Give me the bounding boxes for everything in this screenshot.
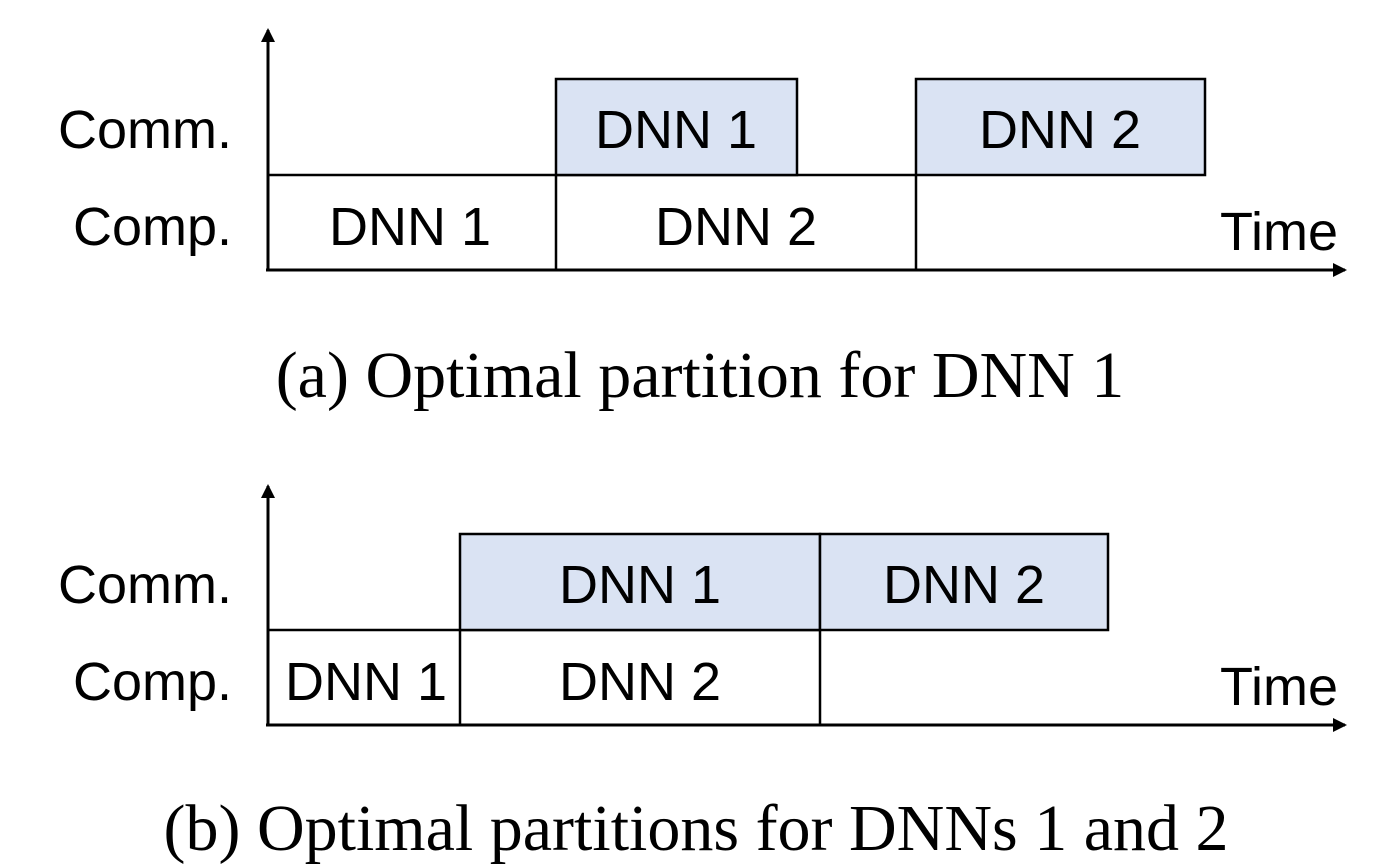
row-label-comm: Comm.	[58, 555, 232, 615]
comm-block-dnn2	[914, 77, 1207, 177]
row-label-comp: Comp.	[73, 652, 232, 712]
time-axis-label: Time	[1220, 202, 1338, 262]
comp-block-label: DNN 2	[559, 652, 721, 712]
comm-block-dnn1	[554, 77, 799, 177]
time-axis-label: Time	[1220, 657, 1338, 717]
comm-block-label: DNN 1	[559, 555, 721, 615]
comp-block-label: DNN 1	[285, 652, 447, 712]
row-label-comm: Comm.	[58, 100, 232, 160]
panel-a: Comm. Comp. DNN 1 DNN 2 DNN 1 DNN 2 Time…	[58, 28, 1347, 412]
comm-block-label: DNN 2	[883, 555, 1045, 615]
row-label-comp: Comp.	[73, 197, 232, 257]
comm-block-dnn2	[818, 532, 1110, 632]
panel-b: Comm. Comp. DNN 1 DNN 2 DNN 1 DNN 2 Time…	[58, 484, 1347, 865]
comp-block-label: DNN 2	[655, 197, 817, 257]
caption-b: (b) Optimal partitions for DNNs 1 and 2	[164, 792, 1229, 865]
comm-block-label: DNN 2	[979, 100, 1141, 160]
comp-block-label: DNN 1	[329, 197, 491, 257]
comm-block-label: DNN 1	[595, 100, 757, 160]
caption-a: (a) Optimal partition for DNN 1	[276, 339, 1125, 412]
